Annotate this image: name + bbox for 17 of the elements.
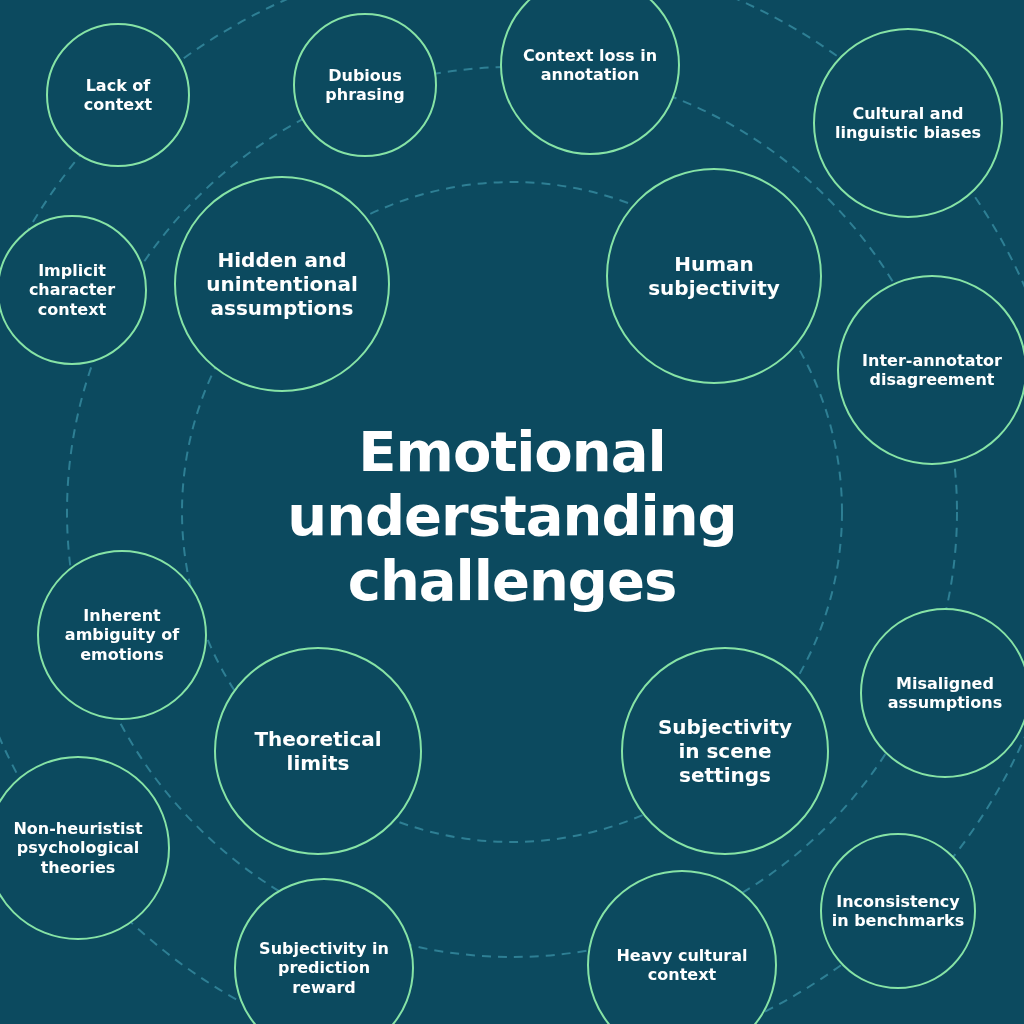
topic-label: Human subjectivity <box>647 252 781 300</box>
topic-label: Heavy cultural context <box>615 945 749 985</box>
topic-label: Inconsistency in benchmarks <box>830 891 966 931</box>
diagram-title: Emotional understanding challenges <box>286 420 738 614</box>
topic-label: Inter-annotator disagreement <box>861 350 1003 390</box>
topic-label: Non-heuristist psychological theories <box>12 819 144 877</box>
topic-label: Misaligned assumptions <box>886 673 1004 713</box>
topic-label: Theoretical limits <box>253 727 383 775</box>
topic-label: Lack of context <box>82 75 154 115</box>
topic-label: Subjectivity in prediction reward <box>259 939 389 997</box>
topic-label: Inherent ambiguity of emotions <box>63 606 181 664</box>
topic-label: Subjectivity in scene settings <box>656 715 794 787</box>
topic-label: Hidden and unintentional assumptions <box>205 248 359 320</box>
topic-label: Cultural and linguistic biases <box>834 103 982 143</box>
topic-label: Context loss in annotation <box>521 45 659 85</box>
topic-label: Dubious phrasing <box>324 65 406 105</box>
topic-label: Implicit character context <box>27 261 117 319</box>
